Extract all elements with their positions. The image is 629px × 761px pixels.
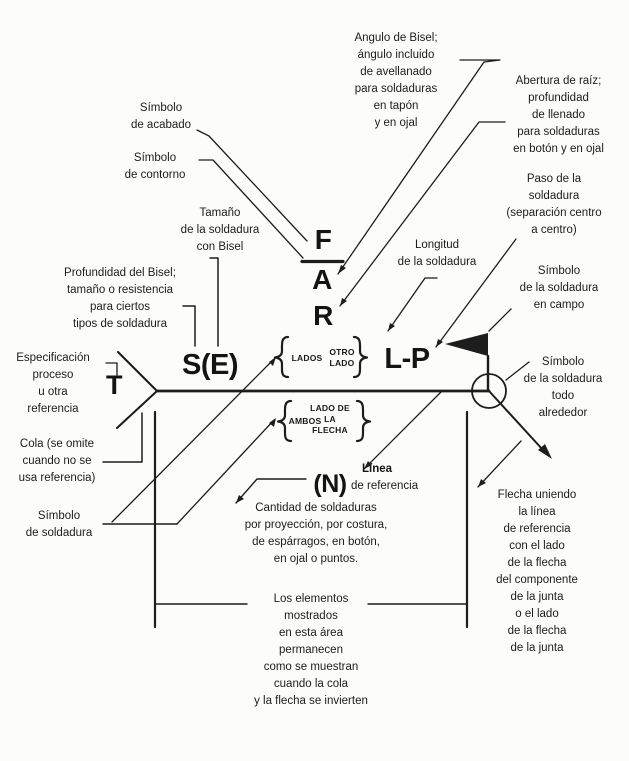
leader-especificacion	[105, 362, 118, 376]
leader-acabado	[196, 129, 308, 242]
arrowhead-longitud	[388, 323, 395, 331]
arrowhead-flecha-uniendo	[478, 479, 486, 487]
arrowhead-linea-referencia	[364, 461, 372, 469]
callout-tamano-soldadura: Tamaño de la soldadura con Bisel	[180, 207, 260, 253]
weld-all-around-circle	[471, 373, 507, 409]
tail-lines	[115, 350, 159, 430]
brace-open-lower	[276, 399, 293, 443]
arrowhead-paso	[436, 339, 443, 347]
symbol-root-r: R	[313, 300, 333, 331]
callout-linea-referencia-bold: Línea	[362, 463, 393, 475]
leader-linea-referencia	[363, 391, 442, 470]
leader-longitud	[387, 277, 438, 332]
brace-close-lower	[355, 399, 372, 443]
leader-contorno	[198, 159, 304, 259]
arrow-line	[488, 390, 544, 451]
callout-simbolo-acabado: Símbolo de acabado	[130, 102, 192, 131]
symbol-angle-a: A	[312, 264, 332, 295]
leader-angulo	[337, 59, 501, 275]
callout-angulo-bisel: Angulo de Bisel; ángulo incluido de avel…	[354, 32, 438, 129]
leader-abertura	[339, 121, 506, 307]
callout-elementos-area: Los elementos mostrados en esta área per…	[254, 593, 368, 707]
callout-simbolo-contorno: Símbolo de contorno	[124, 152, 186, 181]
leader-cantidad	[235, 478, 307, 504]
callout-abertura-raiz: Abertura de raíz; profundidad de llenado…	[513, 75, 604, 155]
callout-profundidad-bisel: Profundidad del Bisel; tamaño o resisten…	[64, 267, 176, 330]
arrowhead-cantidad	[236, 495, 244, 503]
callout-longitud-soldadura: Longitud de la soldadura	[397, 239, 477, 268]
callout-soldadura-todo-alrededor: Símbolo de la soldadura todo alrededor	[523, 356, 603, 419]
symbol-tail-letter-t: T	[106, 370, 123, 400]
leader-paso	[435, 238, 517, 348]
label-otro-lado: OTRO LADO	[329, 347, 355, 368]
symbol-count-n: (N)	[313, 470, 347, 498]
arrowhead-angulo	[338, 265, 346, 274]
leader-cola	[102, 412, 143, 463]
label-ambos: AMBOS	[288, 416, 322, 426]
label-lado-flecha: LADO DE LA FLECHA	[310, 403, 350, 435]
symbol-length-pitch-lp: L-P	[384, 343, 430, 375]
label-lados: LADOS	[291, 353, 323, 363]
arrow-head	[538, 444, 552, 459]
callout-paso-soldadura: Paso de la soldadura (separación centro …	[506, 173, 602, 236]
arrowhead-abertura	[340, 298, 347, 306]
callout-cola: Cola (se omite cuando no se usa referenc…	[18, 438, 96, 484]
leader-weld-symbol-lower	[176, 419, 275, 525]
callout-cantidad-soldaduras: Cantidad de soldaduras por proyección, p…	[244, 502, 388, 565]
leader-todo-alrededor	[505, 361, 530, 381]
callout-flecha-uniendo: Flecha uniendo la línea de referencia co…	[496, 489, 578, 654]
field-weld-flag	[445, 333, 488, 356]
leader-weld-symbol-upper	[111, 358, 275, 523]
callout-simbolo-soldadura: Símbolo de soldadura	[25, 510, 93, 539]
symbol-size-se: S(E)	[182, 349, 239, 381]
brace-open-upper	[273, 335, 290, 379]
leader-tamano	[209, 257, 219, 347]
callout-especificacion: Especificación proceso u otra referencia	[16, 352, 90, 415]
leader-flecha-uniendo	[477, 440, 522, 488]
callout-soldadura-en-campo: Símbolo de la soldadura en campo	[519, 265, 599, 311]
leader-profundidad	[182, 305, 196, 347]
leader-en-campo	[488, 308, 512, 332]
arrowhead-weld-symbol-lower	[269, 418, 276, 427]
arrowhead-weld-symbol-upper	[269, 357, 276, 366]
callout-linea-referencia-rest: de referencia	[351, 480, 419, 492]
symbol-finish-f: F	[314, 224, 332, 255]
brace-close-upper	[352, 335, 369, 379]
